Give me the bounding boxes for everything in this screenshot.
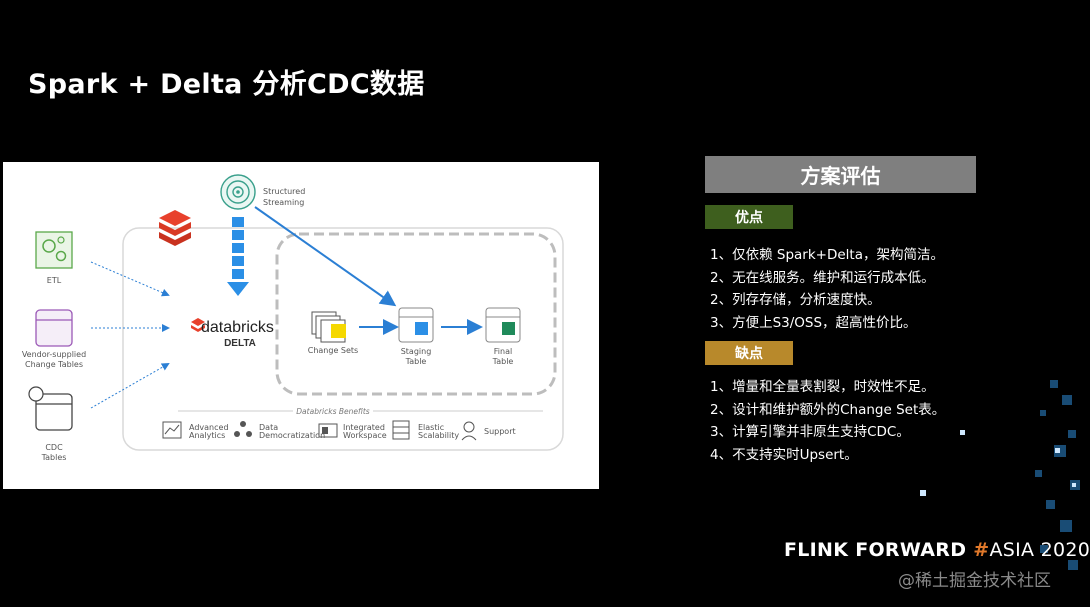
pros-list: 1、仅依赖 Spark+Delta，架构简洁。 2、无在线服务。维护和运行成本低… <box>710 244 944 334</box>
source-vendor-label-2: Change Tables <box>25 360 83 369</box>
source-cdc-label-2: Tables <box>41 453 67 462</box>
benefit-2-line1: Data <box>259 423 278 432</box>
brand-hash: # <box>973 539 990 561</box>
cdc-table-icon <box>28 386 73 431</box>
benefit-4-line2: Scalability <box>418 431 459 440</box>
workspace-icon <box>318 423 338 438</box>
source-cdc-label-1: CDC <box>45 443 63 452</box>
democratization-icon <box>234 421 252 437</box>
benefit-5-label: Support <box>484 427 516 436</box>
change-sets-icon <box>311 311 346 343</box>
streaming-icon <box>220 174 256 210</box>
benefits-title: Databricks Benefits <box>296 407 370 416</box>
brand-name: FLINK FORWARD <box>784 539 967 561</box>
benefit-1-line1: Advanced <box>189 423 229 432</box>
support-icon <box>461 421 477 441</box>
cons-list: 1、增量和全量表割裂，时效性不足。 2、设计和维护额外的Change Set表。… <box>710 376 945 466</box>
event-name: ASIA 2020 <box>989 539 1090 561</box>
list-item: 2、无在线服务。维护和运行成本低。 <box>710 269 935 286</box>
list-item: 3、方便上S3/OSS，超高性价比。 <box>710 314 917 331</box>
etl-arrow <box>90 261 170 297</box>
evaluation-header: 方案评估 <box>705 156 976 193</box>
source-etl-label: ETL <box>47 276 62 285</box>
architecture-diagram: ETL Vendor-supplied Change Tables CDC Ta… <box>3 162 599 489</box>
list-item: 2、列存存储，分析速度快。 <box>710 292 881 308</box>
list-item: 1、增量和全量表割裂，时效性不足。 <box>710 379 935 395</box>
scalability-icon <box>392 420 410 440</box>
benefit-4-line1: Elastic <box>418 423 444 432</box>
source-vendor-label-1: Vendor-supplied <box>22 350 86 359</box>
table-icon <box>35 309 73 347</box>
databricks-logo: databricks <box>191 318 274 336</box>
staging-label-2: Table <box>405 357 427 366</box>
benefit-2-line2: Democratization <box>259 431 325 440</box>
cons-tag: 缺点 <box>705 341 793 365</box>
flink-forward-logo: FLINK FORWARD #ASIA 2020 <box>784 539 1090 561</box>
streaming-label-1: Structured <box>263 187 305 196</box>
benefit-3-line1: Integrated <box>343 423 385 432</box>
final-table-icon <box>485 307 521 343</box>
benefit-3-line2: Workspace <box>343 431 387 440</box>
benefit-1-line2: Analytics <box>189 431 225 440</box>
databricks-stack-icon <box>159 210 191 246</box>
decorative-cubes <box>920 380 1080 570</box>
delta-label: DELTA <box>224 338 256 349</box>
streaming-arrow <box>254 206 397 307</box>
slide-title: Spark + Delta 分析CDC数据 <box>28 69 425 100</box>
gear-icon <box>35 231 73 269</box>
svg-text:databricks: databricks <box>201 319 274 336</box>
list-item: 1、仅依赖 Spark+Delta，架构简洁。 <box>710 247 944 263</box>
list-item: 3、计算引擎并非原生支持CDC。 <box>710 424 910 440</box>
watermark: @稀土掘金技术社区 <box>898 571 1051 591</box>
staging-table-icon <box>398 307 434 343</box>
change-sets-label: Change Sets <box>308 346 358 355</box>
stream-blocks <box>227 217 249 296</box>
streaming-label-2: Streaming <box>263 198 304 207</box>
databricks-container <box>122 227 564 451</box>
final-label-1: Final <box>494 347 512 356</box>
cdc-arrow <box>90 363 170 409</box>
staging-label-1: Staging <box>401 347 432 356</box>
analytics-icon <box>162 421 182 439</box>
final-label-2: Table <box>492 357 514 366</box>
list-item: 2、设计和维护额外的Change Set表。 <box>710 401 946 418</box>
pros-tag: 优点 <box>705 205 793 229</box>
list-item: 4、不支持实时Upsert。 <box>710 446 858 463</box>
